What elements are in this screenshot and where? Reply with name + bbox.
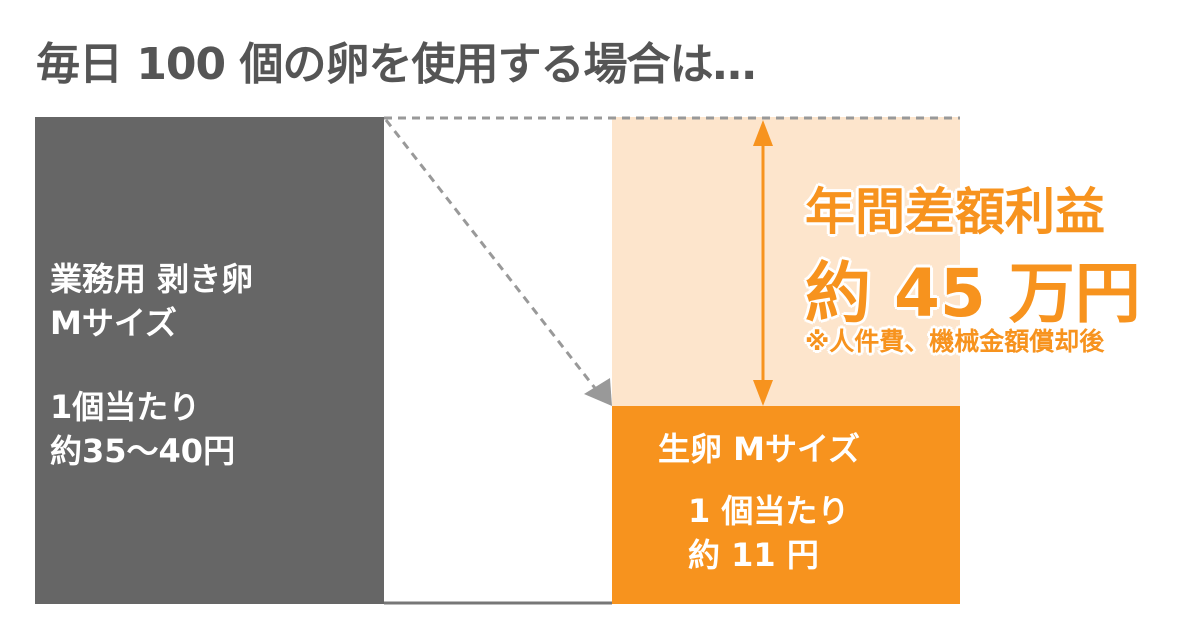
profit-note: ※人件費、機械金額償却後 [805,327,1105,356]
processed-egg-size: Mサイズ [50,304,177,342]
processed-egg-label: 業務用 剥き卵 [50,260,254,298]
raw-egg-unit: 1 個当たり [688,492,850,530]
raw-egg-price: 約 11 円 [688,536,819,574]
page-title: 毎日 100 個の卵を使用する場合は… [36,39,756,90]
savings-area [612,117,960,406]
raw-egg-cost-bar [612,406,960,604]
annual-profit-amount: 約 45 万円 [805,255,1141,332]
diagonal-dashed-arrow [384,119,600,393]
processed-egg-unit: 1個当たり [50,388,201,426]
difference-arrow-up [753,120,773,146]
difference-arrow-down [753,380,773,406]
processed-egg-price: 約35〜40円 [50,432,236,470]
annual-profit-label: 年間差額利益 [805,183,1105,241]
diagonal-arrowhead [584,378,612,406]
raw-egg-label: 生卵 Mサイズ [658,430,861,468]
processed-egg-cost-bar [35,117,384,604]
